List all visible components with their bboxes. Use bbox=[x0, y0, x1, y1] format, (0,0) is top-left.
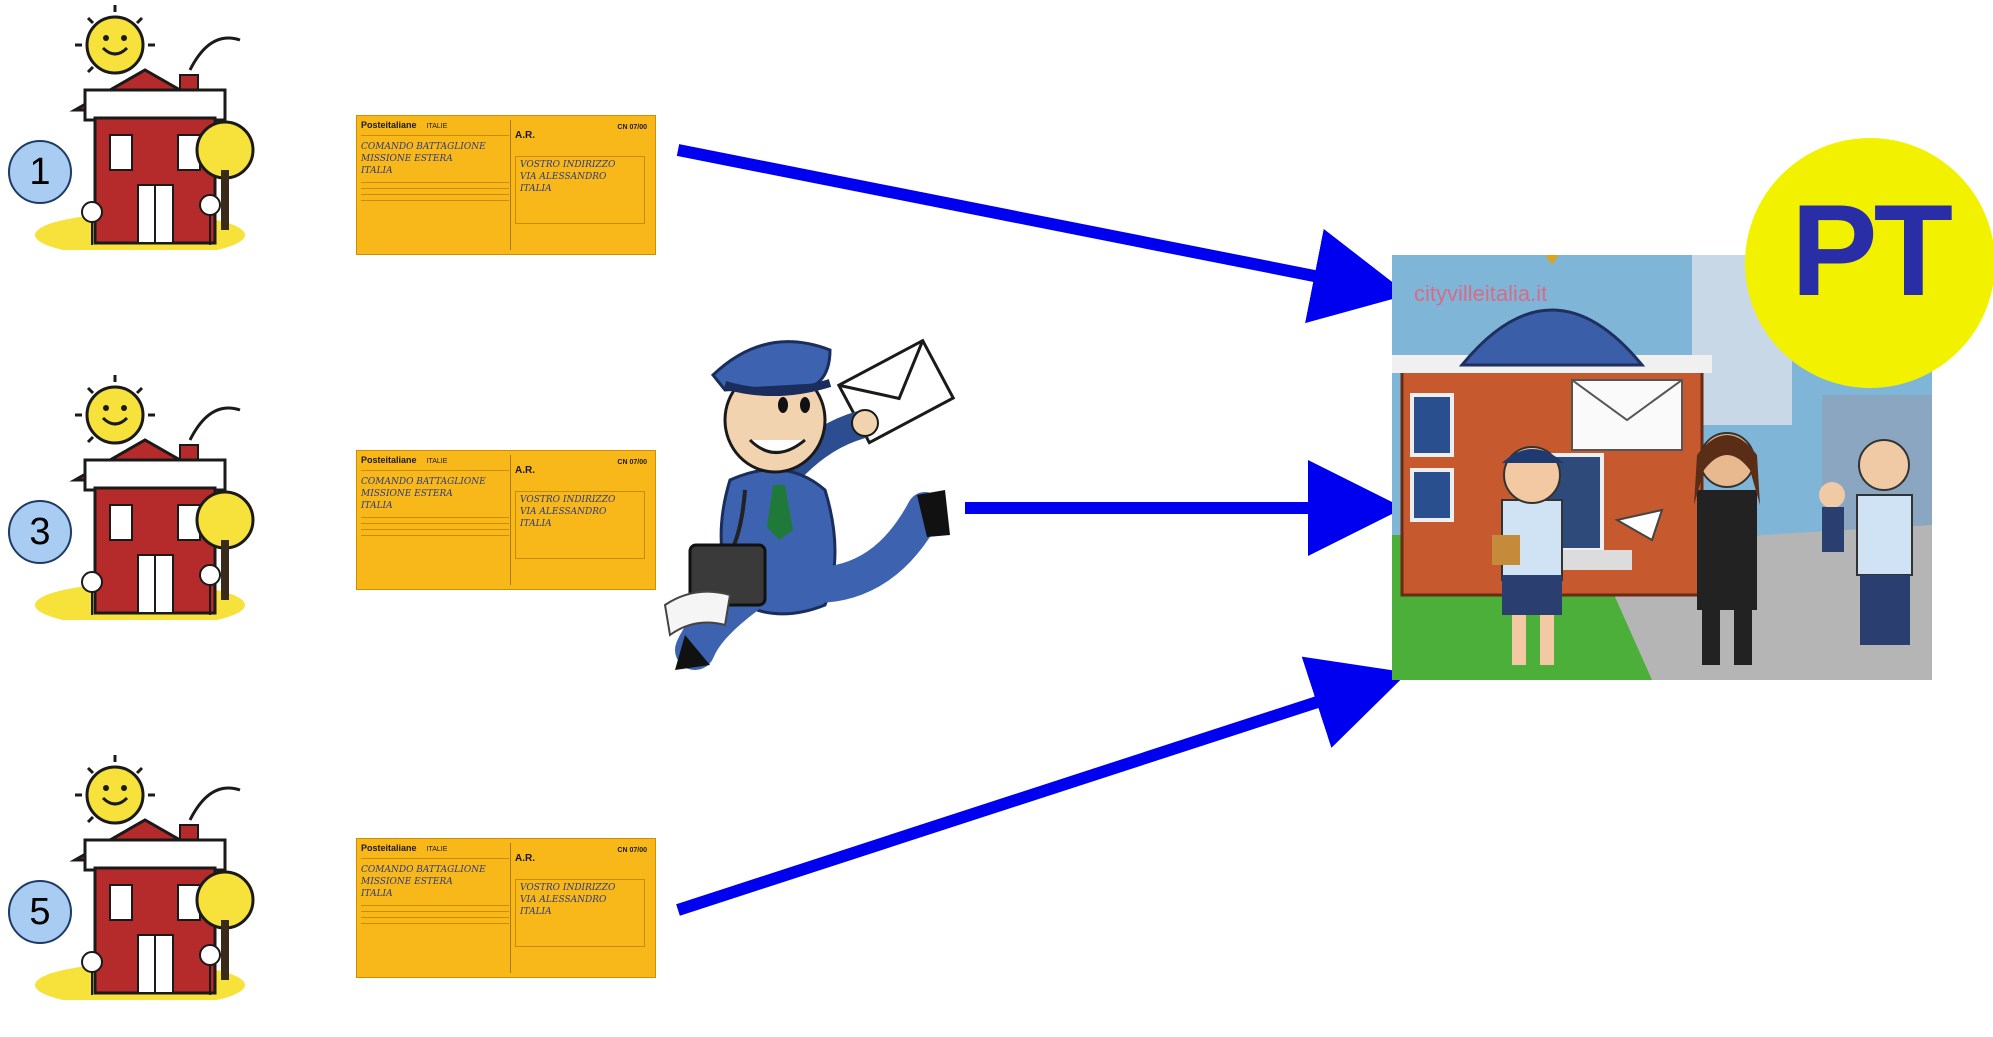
receipt-address-line: VOSTRO INDIRIZZO bbox=[520, 495, 616, 505]
house-illustration: 5 bbox=[8, 750, 260, 1007]
postman-illustration bbox=[663, 338, 956, 670]
receipt-brand: Posteitaliane bbox=[361, 120, 417, 130]
receipt-address-line: VIA ALESSANDRO bbox=[520, 895, 607, 905]
pt-logo-circle bbox=[1745, 138, 1993, 388]
receipt-sender-line: COMANDO BATTAGLIONE bbox=[361, 477, 486, 487]
arrow-from-house-5 bbox=[676, 656, 1408, 916]
receipt-country: ITALIE bbox=[426, 123, 448, 130]
receipt-address-line: ITALIA bbox=[520, 907, 552, 917]
receipt-address-line: ITALIA bbox=[520, 519, 552, 529]
receipt-address-line: VOSTRO INDIRIZZO bbox=[520, 160, 616, 170]
receipt-type: A.R. bbox=[515, 465, 535, 476]
arrow-from-house-1 bbox=[676, 144, 1409, 324]
receipt-code: CN 07/00 bbox=[617, 459, 647, 466]
receipt-sender-line: COMANDO BATTAGLIONE bbox=[361, 142, 486, 152]
receipt-sender-line: ITALIA bbox=[361, 889, 393, 899]
receipt-sender-line: MISSIONE ESTERA bbox=[361, 154, 453, 164]
receipt-sender-line: ITALIA bbox=[361, 501, 393, 511]
receipt-address-line: VIA ALESSANDRO bbox=[520, 507, 607, 517]
receipt-country: ITALIE bbox=[426, 846, 448, 853]
receipt-brand: Posteitaliane bbox=[361, 843, 417, 853]
receipt-code: CN 07/00 bbox=[617, 124, 647, 131]
receipt-address-line: ITALIA bbox=[520, 184, 552, 194]
house-number-badge: 5 bbox=[8, 880, 72, 944]
house-number-badge: 3 bbox=[8, 500, 72, 564]
house-number-badge: 1 bbox=[8, 140, 72, 204]
receipt-code: CN 07/00 bbox=[617, 847, 647, 854]
receipt-address-line: VOSTRO INDIRIZZO bbox=[520, 883, 616, 893]
receipt-brand: Posteitaliane bbox=[361, 455, 417, 465]
receipt-address-line: VIA ALESSANDRO bbox=[520, 172, 607, 182]
receipt-sender-line: MISSIONE ESTERA bbox=[361, 489, 453, 499]
receipt-country: ITALIE bbox=[426, 458, 448, 465]
watermark-text: cityvilleitalia.it bbox=[1414, 281, 1548, 306]
receipt-sender-line: MISSIONE ESTERA bbox=[361, 877, 453, 887]
receipt-sender-line: COMANDO BATTAGLIONE bbox=[361, 865, 486, 875]
house-illustration: 3 bbox=[8, 370, 260, 627]
receipt-type: A.R. bbox=[515, 130, 535, 141]
pt-logo-text: PT bbox=[1790, 177, 1953, 323]
house-illustration: 1 bbox=[8, 0, 260, 257]
receipt-sender-line: ITALIA bbox=[361, 166, 393, 176]
receipt-type: A.R. bbox=[515, 853, 535, 864]
